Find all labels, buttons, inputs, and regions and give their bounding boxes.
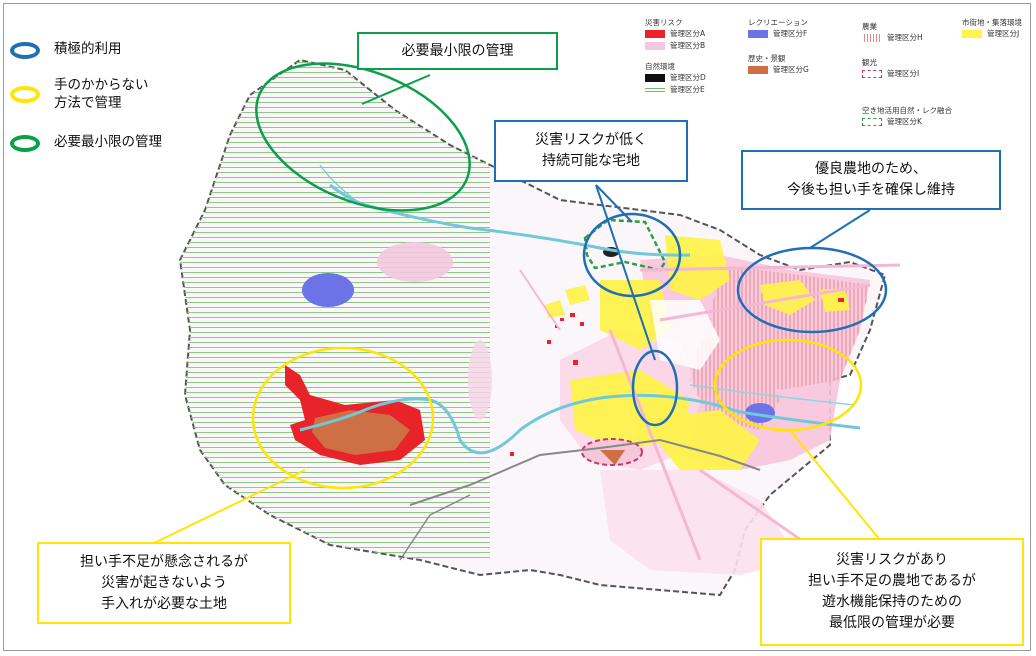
legend-title-history: 歴史・景観 [748,54,786,63]
legend-item-g: 管理区分G [773,65,809,74]
road-pink-e [519,269,561,331]
leader-green [361,74,431,105]
map-legend-history: 歴史・景観 管理区分G [748,54,809,76]
green-ring-northwest [255,62,471,212]
swatch-a [645,30,665,38]
swatch-f [748,30,768,38]
legend-item-b: 管理区分B [670,41,706,50]
legend-item-j: 管理区分J [987,29,1020,38]
leader-yellow-b [789,429,881,541]
map-legend-agriculture: 農業 管理区分H [862,22,923,44]
callout-minimal-management: 必要最小限の管理 [357,32,558,70]
yellow-ring-west [251,346,435,490]
green-ring-icon [10,135,40,152]
legend-active-use: 積極的利用 [10,40,122,59]
legend-title-nature: 自然環境 [645,62,675,71]
blue-ring-farmland [736,246,888,334]
risk-zone-b-west [377,242,453,282]
railway-2 [399,494,471,561]
legend-item-k: 管理区分K [887,117,922,126]
leader-yellow-a [149,469,306,546]
leader-blue-a [595,184,633,223]
yellow-ring-icon [10,86,40,103]
swatch-i [862,70,882,78]
legend-label-active-use: 積極的利用 [54,41,122,57]
blue-ring-residential [582,212,682,298]
figure-frame [3,3,1031,651]
map-legend-disaster: 災害リスク 管理区分A 管理区分B [645,18,705,52]
swatch-g [748,66,768,74]
road-pink-a [639,263,901,272]
swatch-d [645,74,665,82]
nature-zone-e [180,60,490,560]
recreation-zone-f [302,273,354,307]
river-south [299,393,861,455]
risk-zone-b-south [600,470,800,575]
road-pink-c [608,329,702,561]
swatch-b [645,42,665,50]
legend-title-recreation: レクリエーション [748,18,808,27]
legend-title-tourism: 観光 [862,58,877,67]
legend-title-disaster: 災害リスク [645,18,683,27]
callout-farmland: 優良農地のため、 今後も担い手を確保し維持 [741,150,1001,210]
river-thin-north [319,164,356,201]
railway [409,438,761,506]
swatch-e [645,86,665,94]
legend-title-vacant: 空き地活用自然・レク融合 [862,106,952,115]
blue-ring-residential-2 [631,349,679,427]
leader-blue-b [595,184,656,361]
legend-item-a: 管理区分A [670,29,706,38]
legend-item-i: 管理区分I [887,69,920,78]
map-legend-nature: 自然環境 管理区分D 管理区分E [645,62,706,96]
leader-blue-c [809,209,871,249]
legend-label-low-effort: 手のかからない 方法で管理 [54,77,149,111]
legend-label-minimal: 必要最小限の管理 [54,134,162,150]
callout-west-land: 担い手不足が懸念されるが 災害が起きないよう 手入れが必要な土地 [37,542,291,624]
legend-item-f: 管理区分F [773,29,808,38]
history-zone-g-small [600,450,625,465]
river-thin-east [689,384,856,406]
map-legend-vacant: 空き地活用自然・レク融合 管理区分K [862,106,952,128]
map-legend-urban: 市街地・集落環境 管理区分J [962,18,1022,40]
legend-item-e: 管理区分E [670,85,705,94]
swatch-h [862,34,882,42]
legend-item-d: 管理区分D [670,73,706,82]
recreation-zone-f-east [745,403,775,423]
map-legend-recreation: レクリエーション 管理区分F [748,18,808,40]
map-legend-tourism: 観光 管理区分I [862,58,919,80]
callout-flood-farmland: 災害リスクがあり 担い手不足の農地であるが 遊水機能保持のための 最低限の管理が… [760,538,1024,646]
road-pink-b [659,283,871,322]
swatch-j [962,30,982,38]
risk-zone-b-stream [468,340,492,420]
legend-title-urban: 市街地・集落環境 [962,18,1022,27]
yellow-ring-east [713,338,863,432]
swatch-k [862,118,882,126]
legend-low-effort: 手のかからない 方法で管理 [10,76,149,112]
callout-residential: 災害リスクが低く 持続可能な宅地 [494,120,688,182]
blue-ring-icon [10,42,40,59]
legend-item-h: 管理区分H [887,33,923,42]
legend-title-agriculture: 農業 [862,22,877,31]
legend-minimal: 必要最小限の管理 [10,133,162,152]
